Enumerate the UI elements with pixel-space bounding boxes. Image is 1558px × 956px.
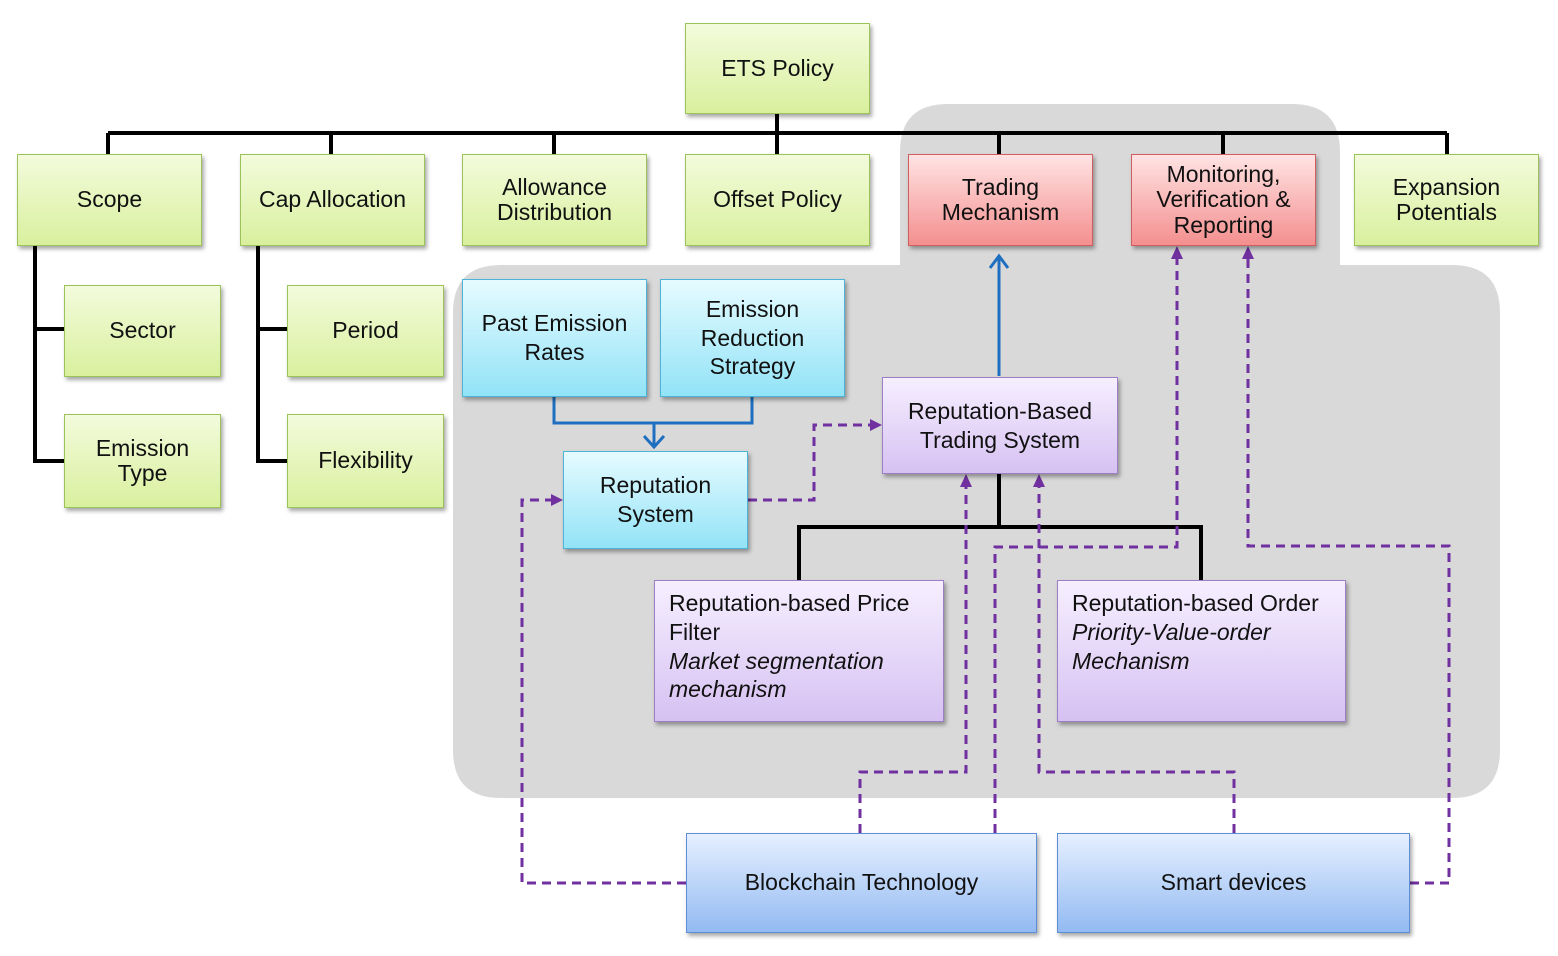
expansion-potentials-node: Expansion Potentials [1354,154,1539,246]
cap-allocation-node: Cap Allocation [240,154,425,246]
allowance-distribution-node: Allowance Distribution [462,154,647,246]
emission-type-label: Emission Type [95,434,190,486]
smart-devices-label: Smart devices [1160,869,1307,896]
past-emission-rates-label: Past Emission Rates [481,310,628,365]
dashed-arrowheads [551,246,1254,506]
arrow-blockchain-to-trading-system-left [858,485,968,833]
sector-node: Sector [64,285,221,377]
trading-mechanism-label: Trading Mechanism [941,173,1060,225]
offset-policy-label: Offset Policy [713,186,842,213]
period-label: Period [332,317,399,344]
price-filter-node: Reputation-based Price Filter Market seg… [654,580,944,722]
past-emission-rates-node: Past Emission Rates [462,279,647,397]
emission-reduction-strategy-label: Emission Reduction Strategy [700,295,805,380]
arrow-reputation-to-trading-system [748,423,872,502]
emission-reduction-strategy-node: Emission Reduction Strategy [660,279,845,397]
ets-policy-node: ETS Policy [685,23,870,114]
reputation-system-node: Reputation System [563,451,748,549]
trading-mechanism-node: Trading Mechanism [908,154,1093,246]
emission-type-node: Emission Type [64,414,221,508]
smart-devices-node: Smart devices [1057,833,1410,933]
expansion-potentials-label: Expansion Potentials [1392,173,1501,225]
arrow-blockchain-to-reputation-system [520,498,686,885]
price-filter-title: Reputation-based Price Filter [669,590,910,645]
order-title: Reputation-based Order [1072,590,1319,616]
offset-policy-node: Offset Policy [685,154,870,246]
blockchain-technology-label: Blockchain Technology [744,869,979,896]
blue-flow-lines [552,253,1010,450]
order-subtitle: Priority-Value-order Mechanism [1072,618,1271,674]
arrow-smart-devices-to-trading-system [1037,485,1236,833]
arrow-smart-devices-to-mrv [1246,258,1451,885]
order-node: Reputation-based Order Priority-Value-or… [1057,580,1346,722]
sector-label: Sector [109,317,176,344]
ets-policy-label: ETS Policy [721,54,834,81]
blockchain-technology-node: Blockchain Technology [686,833,1037,933]
scope-node: Scope [17,154,202,246]
price-filter-subtitle: Market segmentation mechanism [669,647,884,703]
flexibility-label: Flexibility [318,447,413,474]
cap-allocation-label: Cap Allocation [258,186,407,213]
scope-label: Scope [76,186,143,213]
mrv-node: Monitoring, Verification & Reporting [1131,154,1316,246]
flexibility-node: Flexibility [287,414,444,508]
arrow-blockchain-to-mrv [993,258,1179,833]
reputation-based-trading-system-node: Reputation-Based Trading System [882,377,1118,474]
allowance-distribution-label: Allowance Distribution [496,173,613,225]
reputation-based-trading-system-label: Reputation-Based Trading System [907,397,1093,453]
period-node: Period [287,285,444,377]
reputation-system-label: Reputation System [599,472,712,527]
mrv-label: Monitoring, Verification & Reporting [1156,161,1291,238]
hierarchy-lines [33,114,1449,580]
